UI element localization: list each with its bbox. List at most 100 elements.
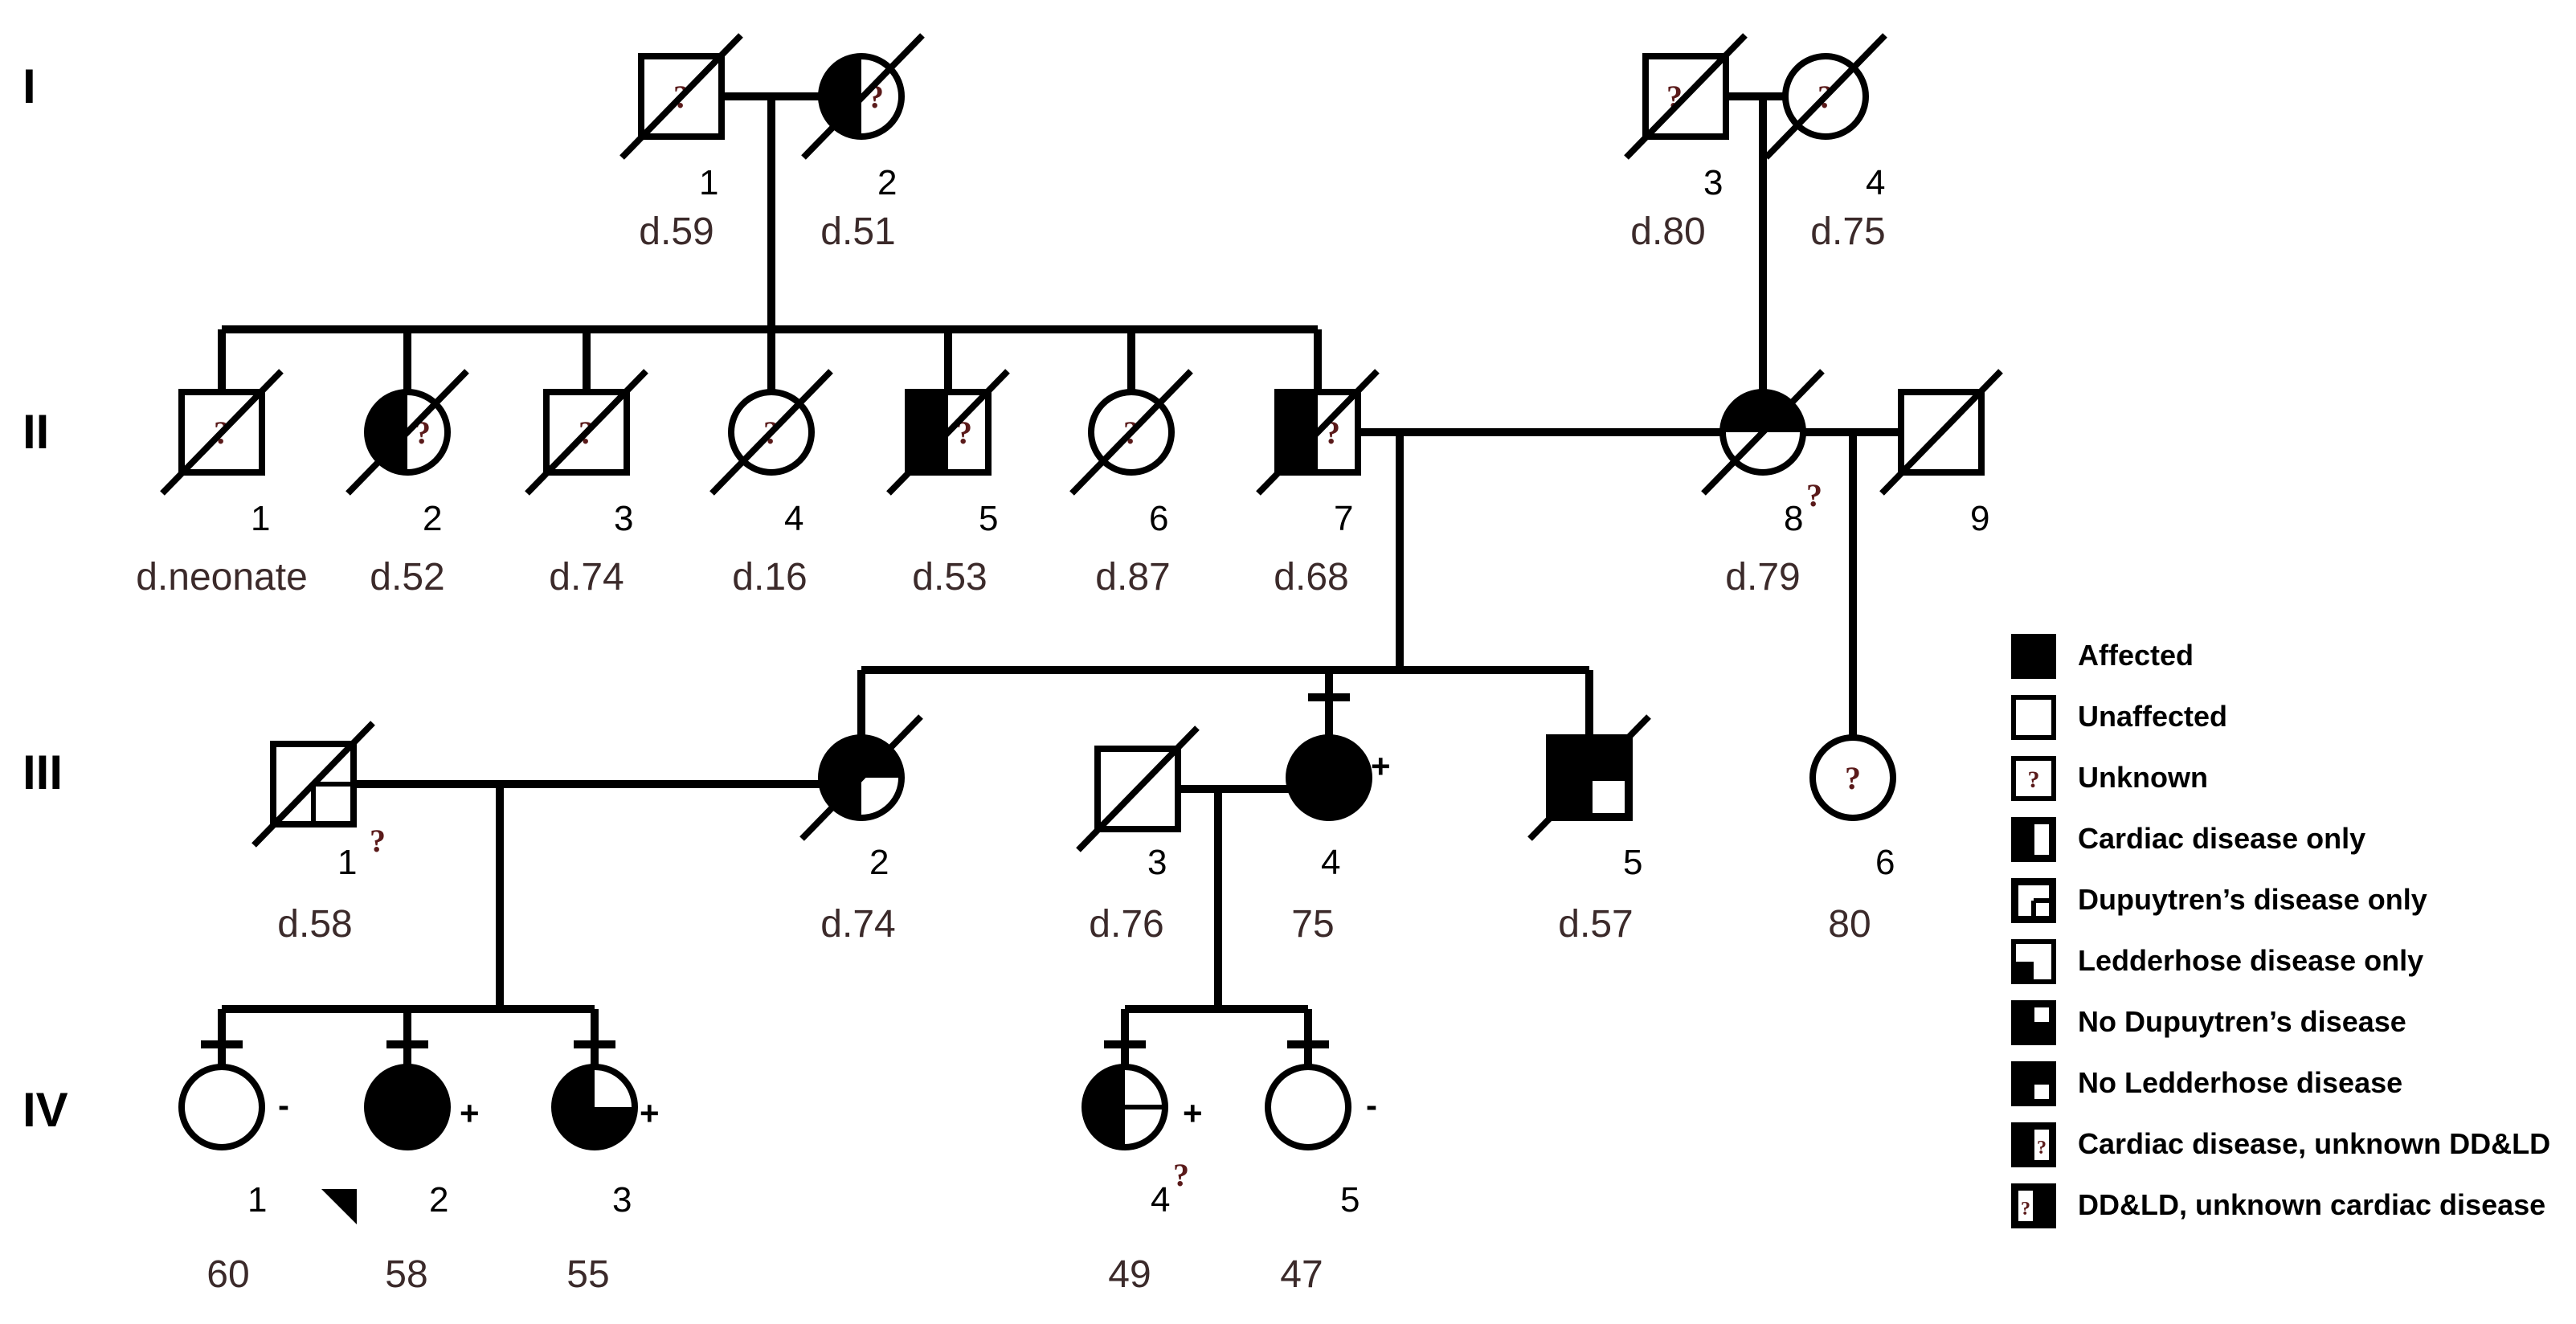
individual-number: 3 (1147, 843, 1167, 882)
legend-swatch (2011, 756, 2056, 801)
test-result: - (1366, 1086, 1377, 1124)
unknown-mark: ? (2037, 1138, 2046, 1158)
quadrant-unfilled (1593, 781, 1625, 813)
legend-label: Unaffected (2078, 700, 2227, 733)
legend-swatch-inner (2018, 885, 2034, 916)
individual-II-9: 9 (1879, 369, 2003, 538)
deceased-slash (1879, 369, 2003, 496)
age-label: 60 (206, 1253, 249, 1296)
individual-number: 4 (1866, 163, 1885, 202)
female-symbol (1809, 734, 1896, 821)
deceased-slash (1069, 369, 1193, 496)
legend-label: No Dupuytren’s disease (2078, 1005, 2406, 1038)
individual-number: 4 (1151, 1180, 1170, 1220)
individual-number: 2 (877, 163, 897, 202)
legend-item-unknown: ? Unknown (2011, 756, 2208, 801)
individual-number: 3 (1703, 163, 1723, 202)
individual-III-4: + 4 75 (1286, 734, 1391, 946)
individual-number: 9 (1970, 499, 1989, 538)
individual-number: 6 (1149, 499, 1168, 538)
age-label: d.16 (732, 556, 807, 599)
deceased-slash (160, 369, 284, 496)
proband-arrow (321, 1189, 357, 1224)
legend-swatch (2011, 695, 2056, 740)
age-label: d.87 (1095, 556, 1170, 599)
age-label: d.neonate (136, 556, 308, 599)
age-label: d.76 (1089, 903, 1163, 946)
individual-number: 5 (979, 499, 998, 538)
female-outline (818, 734, 905, 821)
test-result: - (278, 1086, 289, 1124)
individual-II-4: ? 4 d.16 (709, 369, 833, 599)
unknown-mark: ? (1845, 760, 1861, 796)
age-label: 75 (1291, 903, 1334, 946)
deceased-slash (1764, 33, 1887, 160)
individual-number: 6 (1875, 843, 1895, 882)
legend-swatch-inner (2016, 962, 2034, 979)
deceased-slash (1256, 369, 1380, 496)
legend-swatch-inner (2034, 1085, 2049, 1099)
individual-number: 2 (429, 1180, 448, 1220)
legend-label: Dupuytren’s disease only (2078, 883, 2427, 916)
individual-IV-4: + ? 4 49 (1082, 1064, 1203, 1296)
cardiac-fill (821, 56, 861, 137)
unknown-mark: ? (370, 823, 386, 859)
deceased-slash (886, 369, 1010, 496)
cardiac-fill (908, 392, 948, 472)
individual-IV-3: + 3 55 (551, 1064, 660, 1296)
generation-label-II: II (22, 405, 49, 459)
age-label: d.75 (1810, 210, 1885, 253)
individual-II-1: ? 1 d.neonate (136, 369, 308, 599)
individual-II-2: ? 2 d.52 (346, 369, 469, 599)
test-result: + (1183, 1094, 1203, 1132)
female-outline (364, 389, 451, 476)
age-label: d.53 (912, 556, 987, 599)
individual-number: 3 (612, 1180, 632, 1220)
legend-item-ledderhose-only: Ledderhose disease only (2011, 939, 2423, 984)
individual-number: 3 (614, 499, 633, 538)
quadrant-divider (311, 782, 354, 824)
legend-swatch-inner (2018, 1191, 2033, 1221)
individual-IV-2: + 2 58 (321, 1064, 480, 1296)
individual-III-2: 2 d.74 (799, 714, 923, 946)
individual-II-7: ? 7 d.68 (1256, 369, 1380, 599)
age-label: d.74 (549, 556, 624, 599)
age-label: 58 (385, 1253, 427, 1296)
female-symbol (178, 1064, 265, 1150)
age-label: d.79 (1725, 556, 1800, 599)
deceased-slash (525, 369, 648, 496)
individual-III-6: ? 6 80 (1809, 734, 1896, 946)
legend-label: Ledderhose disease only (2078, 944, 2423, 977)
deceased-slash (619, 33, 743, 160)
individual-number: 1 (247, 1180, 267, 1220)
legend-item-no-ledderhose: No Ledderhose disease (2011, 1061, 2402, 1106)
individual-III-3: 3 d.76 (1076, 725, 1200, 946)
individual-I-1: ? 1 d.59 (619, 33, 743, 253)
individual-number: 4 (784, 499, 803, 538)
unknown-mark: ? (1173, 1157, 1189, 1193)
age-label: 55 (566, 1253, 609, 1296)
deceased-slash (1527, 714, 1651, 841)
legend-label: Cardiac disease, unknown DD&LD (2078, 1127, 2550, 1160)
female-outline (818, 53, 905, 140)
cardiac-fill (1278, 392, 1318, 472)
legend-item-cardiac-only: Cardiac disease only (2011, 817, 2365, 862)
female-symbol (1265, 1064, 1351, 1150)
test-result: + (460, 1094, 480, 1132)
deceased-slash (251, 721, 375, 848)
age-label: 80 (1828, 903, 1871, 946)
individual-number: 5 (1340, 1180, 1360, 1220)
individual-III-1: ? 1 d.58 (251, 721, 386, 946)
individual-III-5: 5 d.57 (1527, 714, 1651, 946)
legend-swatch-divider (2031, 898, 2054, 921)
individual-IV-1: - 1 60 (178, 1064, 289, 1296)
individual-number: 7 (1334, 499, 1353, 538)
unknown-mark: ? (2021, 1199, 2030, 1220)
legend-item-ddld-unknown-cardiac: ? DD&LD, unknown cardiac disease (2011, 1183, 2545, 1228)
generation-label-I: I (22, 59, 36, 113)
deceased-slash (801, 33, 925, 160)
legend: Affected Unaffected ? Unknown Cardiac di… (2011, 634, 2550, 1228)
age-label: 49 (1108, 1253, 1151, 1296)
individual-IV-5: - 5 47 (1265, 1064, 1377, 1296)
